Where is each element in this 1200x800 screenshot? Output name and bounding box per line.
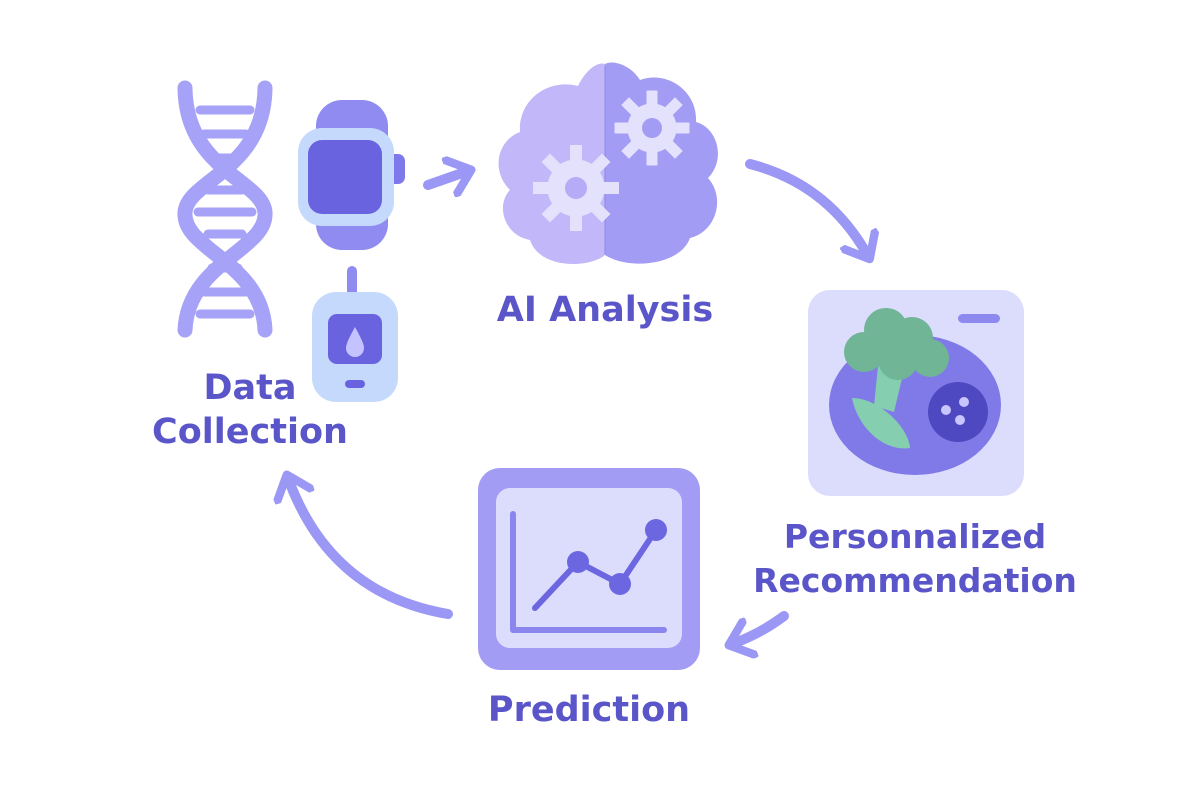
data-collection-label-line1: Data xyxy=(203,368,297,408)
dna-icon xyxy=(177,80,273,338)
ai-analysis-label: AI Analysis xyxy=(485,288,725,332)
arrow-recommendation-to-prediction xyxy=(732,611,789,644)
arrow-collection-to-analysis xyxy=(423,171,468,185)
arrow-analysis-to-recommendation xyxy=(745,159,868,256)
gear-icon xyxy=(614,90,690,166)
chart-icon xyxy=(478,468,700,670)
prediction-label: Prediction xyxy=(479,688,699,732)
arrow-prediction-to-collection xyxy=(288,478,453,619)
gear-icon xyxy=(533,145,619,231)
recommendation-label-line2: Recommendation xyxy=(753,561,1077,600)
data-collection-label: Data Collection xyxy=(150,366,350,454)
ai-analysis-label-text: AI Analysis xyxy=(496,290,714,330)
recommendation-label-line1: Personnalized xyxy=(783,517,1047,556)
smartwatch-icon xyxy=(298,100,405,250)
brain-icon xyxy=(498,62,718,265)
meal-plate-icon xyxy=(808,290,1024,496)
glucose-meter-icon xyxy=(312,266,398,402)
broccoli-icon xyxy=(844,308,949,412)
personalized-recommendation-label: Personnalized Recommendation xyxy=(735,515,1095,603)
data-collection-label-line2: Collection xyxy=(152,412,348,452)
prediction-label-text: Prediction xyxy=(487,690,691,730)
